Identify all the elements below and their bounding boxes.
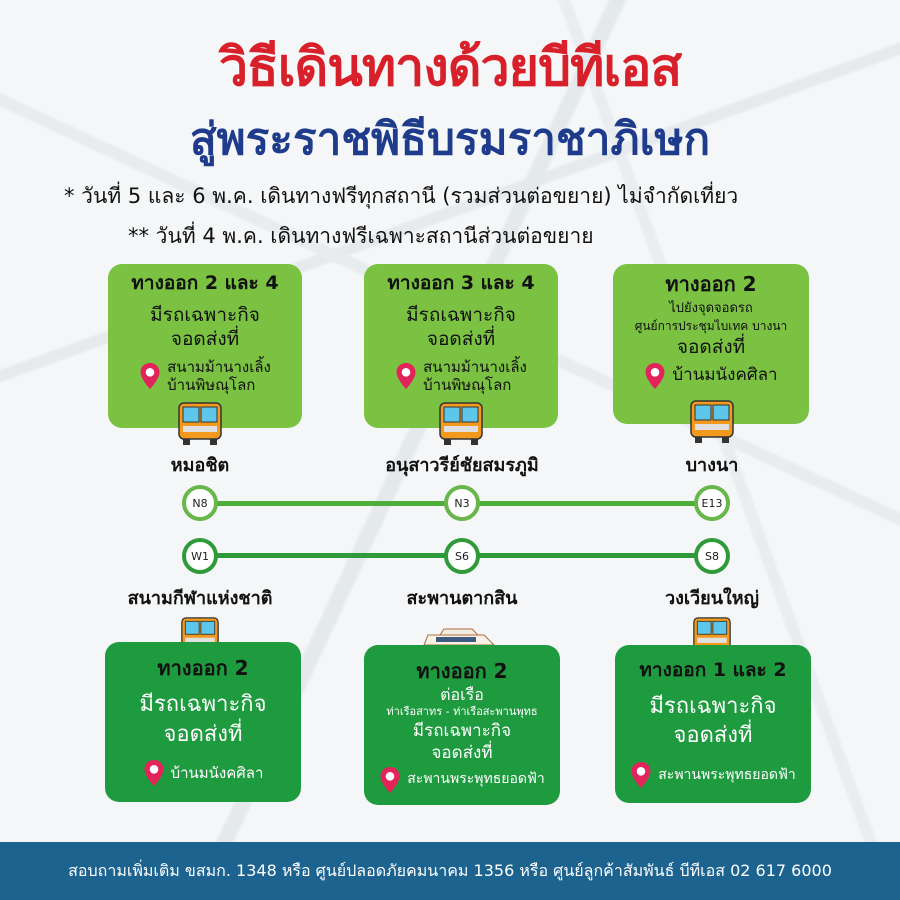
station-name-mo-chit: หมอชิต — [170, 455, 230, 476]
card-destination: สะพานพระพุทธยอดฟ้า — [364, 766, 560, 794]
card-victory-monument: ทางออก 3 และ 4 มีรถเฉพาะกิจ จอดส่งที่ สน… — [364, 264, 558, 428]
bus-icon — [181, 617, 219, 655]
card-destination: สะพานพระพุทธยอดฟ้า — [615, 761, 811, 789]
card-exit-label: ทางออก 2 — [416, 659, 508, 683]
card-line: มีรถเฉพาะกิจ — [412, 720, 512, 741]
destination-line: สะพานพระพุทธยอดฟ้า — [407, 771, 545, 788]
card-national-stadium: ทางออก 2 มีรถเฉพาะกิจ จอดส่งที่ บ้านมนัง… — [105, 642, 301, 802]
card-destination: บ้านมนังคศิลา — [613, 362, 809, 390]
station-code-n3: N3 — [444, 485, 480, 521]
card-bang-na: ทางออก 2 ไปยังจุดจอดรถ ศูนย์การประชุมไบเ… — [613, 264, 809, 424]
destination-line: สนามม้านางเลิ้ง — [167, 358, 271, 377]
card-small-line: ศูนย์การประชุมไบเทค บางนา — [634, 319, 788, 334]
destination-line: สนามม้านางเลิ้ง — [423, 358, 527, 377]
destination-line: สะพานพระพุทธยอดฟ้า — [658, 766, 796, 783]
map-pin-icon — [140, 363, 160, 390]
card-boat-pier: ท่าเรือสาทร - ท่าเรือสะพานพุทธ — [386, 705, 538, 719]
bus-icon — [439, 402, 483, 445]
destination-line: บ้านมนังคศิลา — [170, 764, 264, 783]
card-exit-label: ทางออก 3 และ 4 — [387, 272, 535, 294]
card-line: มีรถเฉพาะกิจ — [649, 693, 777, 719]
destination-line: บ้านมนังคศิลา — [672, 365, 778, 386]
station-name-bang-na: บางนา — [685, 455, 739, 476]
card-mo-chit: ทางออก 2 และ 4 มีรถเฉพาะกิจ จอดส่งที่ สน… — [108, 264, 302, 428]
card-line: มีรถเฉพาะกิจ — [139, 692, 267, 717]
title-sub: สู่พระราชพิธีบรมราชาภิเษก — [189, 114, 711, 165]
map-pin-icon — [631, 762, 651, 789]
card-line: จอดส่งที่ — [163, 721, 243, 747]
card-destination: สนามม้านางเลิ้ง บ้านพิษณุโลก — [108, 358, 302, 394]
map-pin-icon — [645, 362, 665, 389]
station-name-saphan-taksin: สะพานตากสิน — [406, 588, 518, 609]
card-boat-line: ต่อเรือ — [440, 685, 484, 704]
destination-line: บ้านพิษณุโลก — [167, 376, 256, 395]
footer-contact-text: สอบถามเพิ่มเติม ขสมก. 1348 หรือ ศูนย์ปลอ… — [68, 860, 832, 880]
card-line: มีรถเฉพาะกิจ — [406, 303, 516, 326]
destination-line: บ้านพิษณุโลก — [423, 376, 512, 395]
station-name-wongwian-yai: วงเวียนใหญ่ — [665, 588, 759, 609]
card-line: จอดส่งที่ — [431, 742, 493, 763]
card-exit-label: ทางออก 2 และ 4 — [131, 272, 279, 294]
card-saphan-taksin: ทางออก 2 ต่อเรือ ท่าเรือสาทร - ท่าเรือสะ… — [364, 645, 560, 805]
map-pin-icon — [144, 760, 164, 787]
card-destination: บ้านมนังคศิลา — [105, 759, 301, 787]
footer-contact-bar: สอบถามเพิ่มเติม ขสมก. 1348 หรือ ศูนย์ปลอ… — [0, 842, 900, 900]
card-line: มีรถเฉพาะกิจ — [150, 303, 260, 326]
title-main: วิธีเดินทางด้วยบีทีเอส — [218, 38, 682, 98]
map-pin-icon — [380, 766, 400, 793]
card-wongwian-yai: ทางออก 1 และ 2 มีรถเฉพาะกิจ จอดส่งที่ สะ… — [615, 645, 811, 803]
station-code-s8: S8 — [694, 538, 730, 574]
bus-icon — [178, 402, 222, 445]
card-line: จอดส่งที่ — [676, 335, 746, 358]
bus-icon — [690, 400, 734, 443]
card-small-line: ไปยังจุดจอดรถ — [669, 301, 753, 316]
card-line: จอดส่งที่ — [170, 328, 240, 351]
map-pin-icon — [396, 363, 416, 390]
note-free-4-may: ** วันที่ 4 พ.ค. เดินทางฟรีเฉพาะสถานีส่ว… — [128, 224, 594, 248]
card-exit-label: ทางออก 2 — [665, 272, 757, 296]
station-code-w1: W1 — [182, 538, 218, 574]
note-free-5-6-may: * วันที่ 5 และ 6 พ.ค. เดินทางฟรีทุกสถานี… — [64, 184, 739, 208]
card-exit-label: ทางออก 1 และ 2 — [639, 659, 787, 681]
card-line: จอดส่งที่ — [673, 723, 753, 749]
station-code-e13: E13 — [694, 485, 730, 521]
card-destination: สนามม้านางเลิ้ง บ้านพิษณุโลก — [364, 358, 558, 394]
station-code-s6: S6 — [444, 538, 480, 574]
card-exit-label: ทางออก 2 — [157, 656, 249, 680]
card-line: จอดส่งที่ — [426, 328, 496, 351]
station-name-national-stadium: สนามกีฬาแห่งชาติ — [127, 588, 273, 609]
station-code-n8: N8 — [182, 485, 218, 521]
station-name-victory-monument: อนุสาวรีย์ชัยสมรภูมิ — [385, 455, 539, 476]
